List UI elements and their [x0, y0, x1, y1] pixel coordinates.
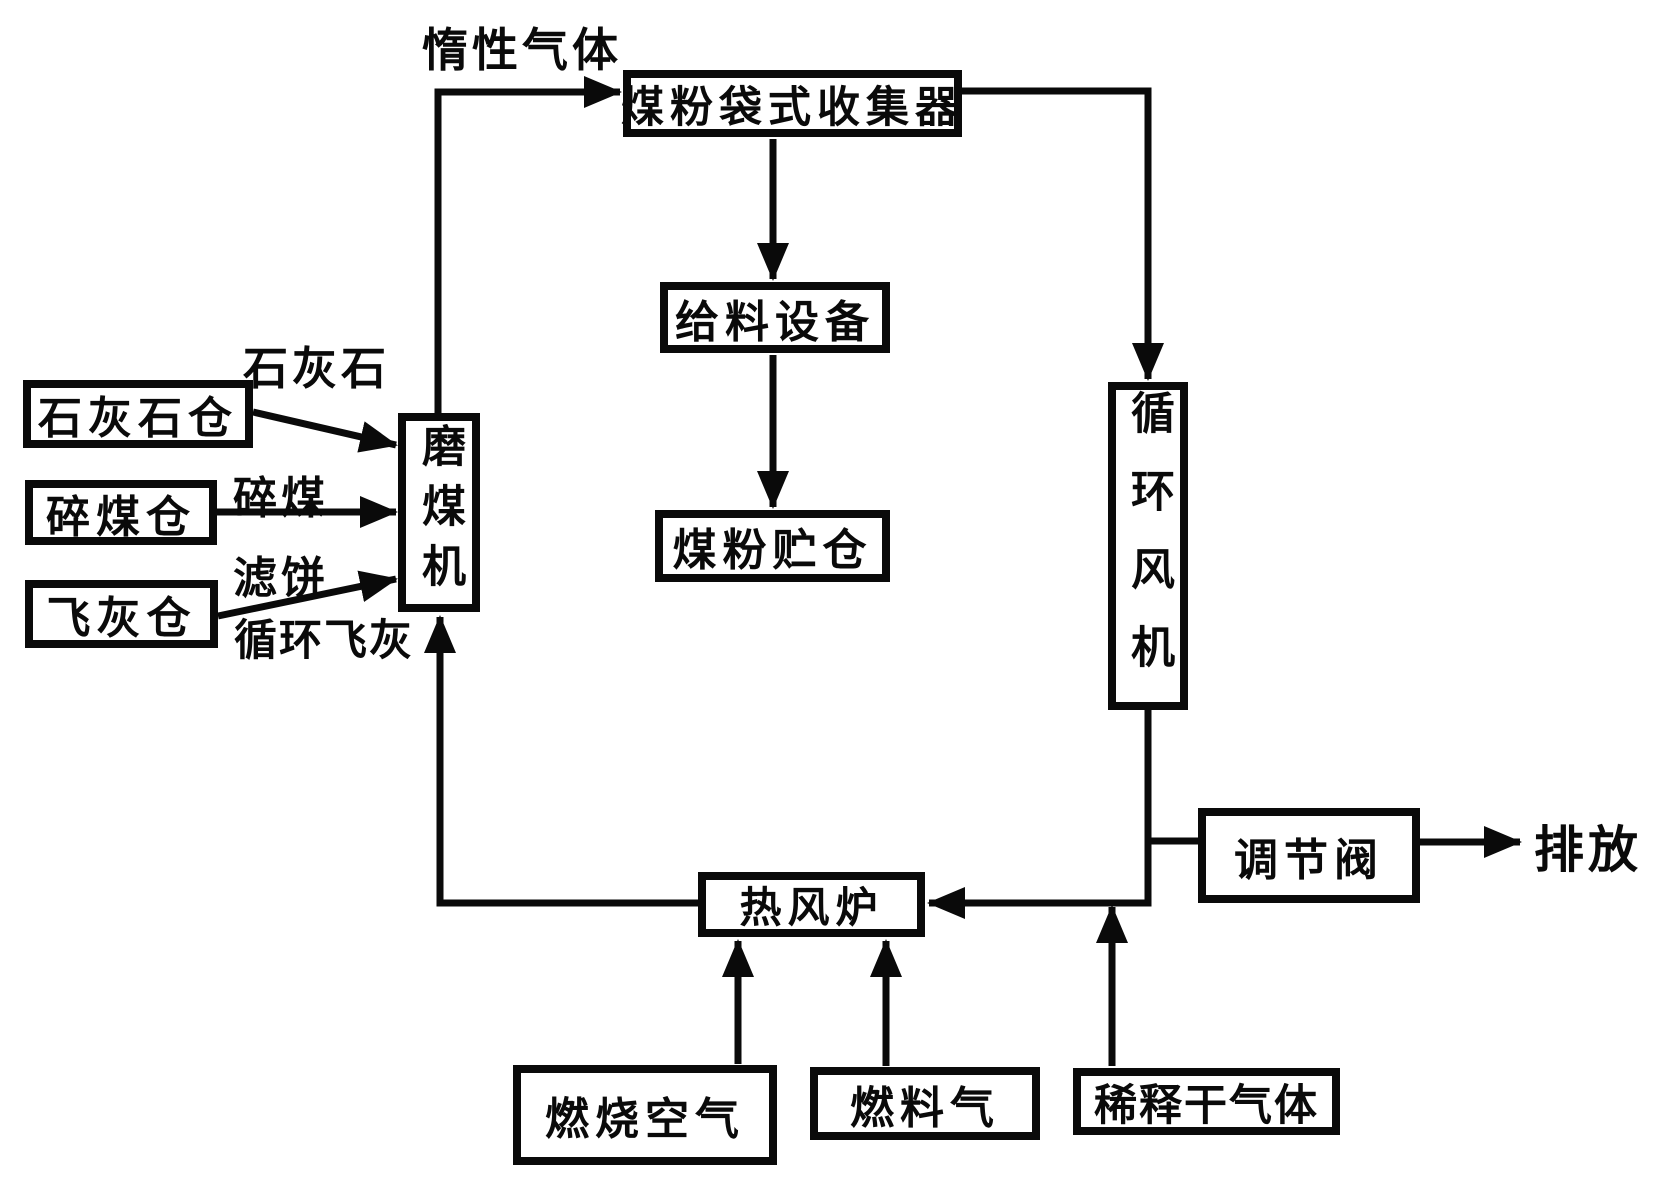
node-combustion-air: 燃烧空气 — [513, 1065, 777, 1165]
node-powder-silo: 煤粉贮仓 — [655, 510, 890, 582]
node-circulating-fan-label: 循环风机 — [1124, 390, 1173, 702]
node-coal-mill-label: 磨煤机 — [415, 422, 464, 603]
node-limestone-silo-label: 石灰石仓 — [38, 394, 238, 443]
arrow-fan-to-stove — [927, 710, 1152, 919]
label-crushed-coal: 碎煤 — [233, 474, 329, 523]
node-bag-collector: 煤粉袋式收集器 — [621, 70, 964, 137]
node-bag-collector-label: 煤粉袋式收集器 — [621, 83, 964, 132]
arrow-flyash-to-mill — [217, 570, 398, 620]
node-crushed-coal-silo: 碎煤仓 — [25, 480, 217, 545]
node-circulating-fan: 循环风机 — [1108, 382, 1188, 710]
arrow-stove-to-mill — [424, 615, 698, 907]
node-dilution-dry-gas: 稀释干气体 — [1073, 1068, 1340, 1135]
label-limestone: 石灰石 — [243, 343, 391, 394]
label-circulating-fly-ash: 循环飞灰 — [234, 617, 414, 665]
node-control-valve: 调节阀 — [1198, 808, 1420, 903]
node-limestone-silo: 石灰石仓 — [23, 380, 253, 448]
node-hot-blast-stove: 热风炉 — [698, 872, 925, 937]
node-combustion-air-label: 燃烧空气 — [545, 1095, 745, 1144]
label-discharge: 排放 — [1534, 822, 1642, 878]
node-powder-silo-label: 煤粉贮仓 — [672, 526, 873, 575]
node-control-valve-label: 调节阀 — [1234, 835, 1384, 885]
node-fly-ash-silo: 飞灰仓 — [25, 580, 218, 648]
node-fuel-gas: 燃料气 — [810, 1067, 1040, 1140]
node-fuel-gas-label: 燃料气 — [850, 1083, 1000, 1133]
arrow-limestone-to-mill — [252, 408, 398, 453]
label-filter-cake: 滤饼 — [233, 554, 329, 603]
node-hot-blast-stove-label: 热风炉 — [739, 884, 884, 931]
node-feeder: 给料设备 — [660, 282, 890, 353]
node-fly-ash-silo-label: 飞灰仓 — [46, 594, 197, 643]
node-crushed-coal-silo-label: 碎煤仓 — [46, 492, 196, 542]
arrow-collector-to-fan — [962, 87, 1164, 381]
node-feeder-label: 给料设备 — [675, 297, 875, 347]
node-dilution-dry-gas-label: 稀释干气体 — [1094, 1081, 1319, 1130]
label-inert-gas: 惰性气体 — [422, 24, 622, 76]
node-coal-mill: 磨煤机 — [398, 413, 480, 612]
arrow-inert-gas — [434, 76, 622, 413]
